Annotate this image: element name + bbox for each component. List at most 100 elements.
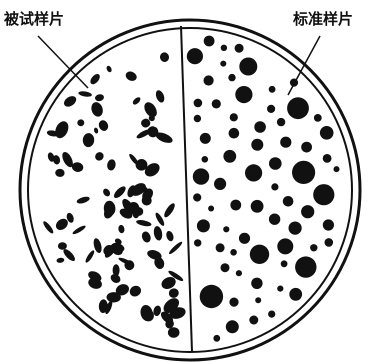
standard-particle: [283, 196, 294, 207]
left-leader-line: [38, 36, 88, 88]
test-particle: [165, 230, 175, 242]
standard-particle: [223, 226, 229, 232]
standard-particle: [320, 126, 334, 140]
standard-particle: [200, 133, 211, 144]
standard-particle: [271, 183, 278, 190]
standard-particle: [230, 249, 237, 256]
standard-particle: [236, 270, 242, 276]
standard-particle: [194, 239, 201, 246]
standard-particle: [229, 128, 240, 139]
standard-particle: [197, 219, 210, 232]
standard-particle: [323, 154, 332, 163]
standard-particle: [208, 206, 214, 212]
standard-particle: [194, 99, 203, 108]
standard-particle: [239, 58, 257, 76]
standard-particle: [251, 200, 264, 213]
test-particle: [76, 195, 91, 204]
test-particle: [55, 169, 65, 178]
standard-particle: [323, 219, 334, 230]
test-particle: [162, 202, 176, 219]
standard-particle: [226, 320, 239, 333]
standard-particle: [216, 243, 225, 252]
standard-particle: [289, 288, 302, 301]
standard-particle: [250, 245, 269, 264]
standard-particle: [204, 36, 215, 47]
standard-particle: [295, 256, 316, 277]
test-particle: [168, 240, 184, 255]
test-particle: [153, 225, 164, 241]
test-particle: [168, 327, 180, 338]
test-particle: [142, 100, 160, 119]
test-particle: [53, 119, 71, 140]
standard-particle: [223, 150, 236, 163]
standard-particle: [229, 298, 238, 307]
test-particle: [94, 93, 104, 102]
standard-particle: [314, 114, 322, 122]
standard-particle: [235, 44, 244, 53]
test-particle: [89, 72, 102, 86]
test-particle: [112, 184, 127, 199]
standard-particle: [220, 61, 226, 67]
standard-particle: [204, 75, 214, 85]
standard-particle: [200, 285, 223, 308]
test-particle: [154, 212, 166, 227]
test-particle: [131, 96, 141, 106]
standard-particle: [255, 297, 261, 303]
standard-particle: [269, 86, 276, 93]
test-particle: [97, 119, 110, 133]
standard-particle: [254, 121, 266, 133]
standard-particle: [267, 105, 275, 113]
standard-particle: [281, 260, 288, 267]
standard-particle: [221, 45, 227, 51]
standard-particle: [214, 178, 226, 190]
test-particle: [82, 133, 94, 148]
standard-particle: [325, 238, 334, 247]
standard-particle: [202, 156, 209, 163]
standard-particle: [230, 113, 238, 121]
test-particle: [167, 287, 180, 299]
standard-particle: [334, 166, 340, 172]
standard-particle: [292, 161, 315, 184]
standard-particle: [245, 164, 262, 181]
standard-particle: [301, 142, 312, 153]
standard-particle: [287, 97, 309, 119]
standard-particle: [230, 200, 241, 211]
standard-particle: [310, 244, 317, 251]
test-particle: [90, 101, 105, 118]
standard-particle: [221, 263, 230, 272]
standard-particle: [280, 137, 291, 148]
test-particle: [118, 224, 125, 233]
test-particle: [71, 161, 84, 172]
test-particle: [154, 89, 166, 104]
test-particle: [58, 242, 67, 250]
test-particle: [124, 70, 138, 83]
standard-particle: [251, 139, 263, 151]
standard-particle: [277, 286, 283, 292]
standard-particle: [251, 278, 262, 289]
standard-sample-particles: [187, 36, 340, 342]
test-particle: [93, 127, 98, 134]
standard-sample-label: 标准样片: [292, 10, 353, 28]
standard-particle: [187, 48, 203, 64]
standard-particle: [193, 193, 201, 201]
test-sample-particles: [42, 51, 187, 338]
standard-particle: [289, 222, 302, 235]
test-particle: [56, 257, 64, 263]
standard-particle: [213, 335, 220, 342]
test-particle: [42, 220, 55, 235]
standard-particle: [193, 168, 209, 184]
test-particle: [106, 159, 116, 171]
test-particle: [78, 90, 92, 97]
standard-particle: [269, 157, 282, 170]
divider-line: [181, 26, 192, 352]
standard-particle: [235, 86, 252, 103]
test-particle: [62, 94, 78, 109]
standard-particle: [194, 115, 201, 122]
standard-particle: [268, 311, 275, 318]
standard-particle: [228, 74, 235, 81]
test-particle: [140, 230, 152, 243]
test-particle: [136, 219, 152, 228]
standard-particle: [269, 214, 280, 225]
standard-particle: [301, 205, 314, 218]
